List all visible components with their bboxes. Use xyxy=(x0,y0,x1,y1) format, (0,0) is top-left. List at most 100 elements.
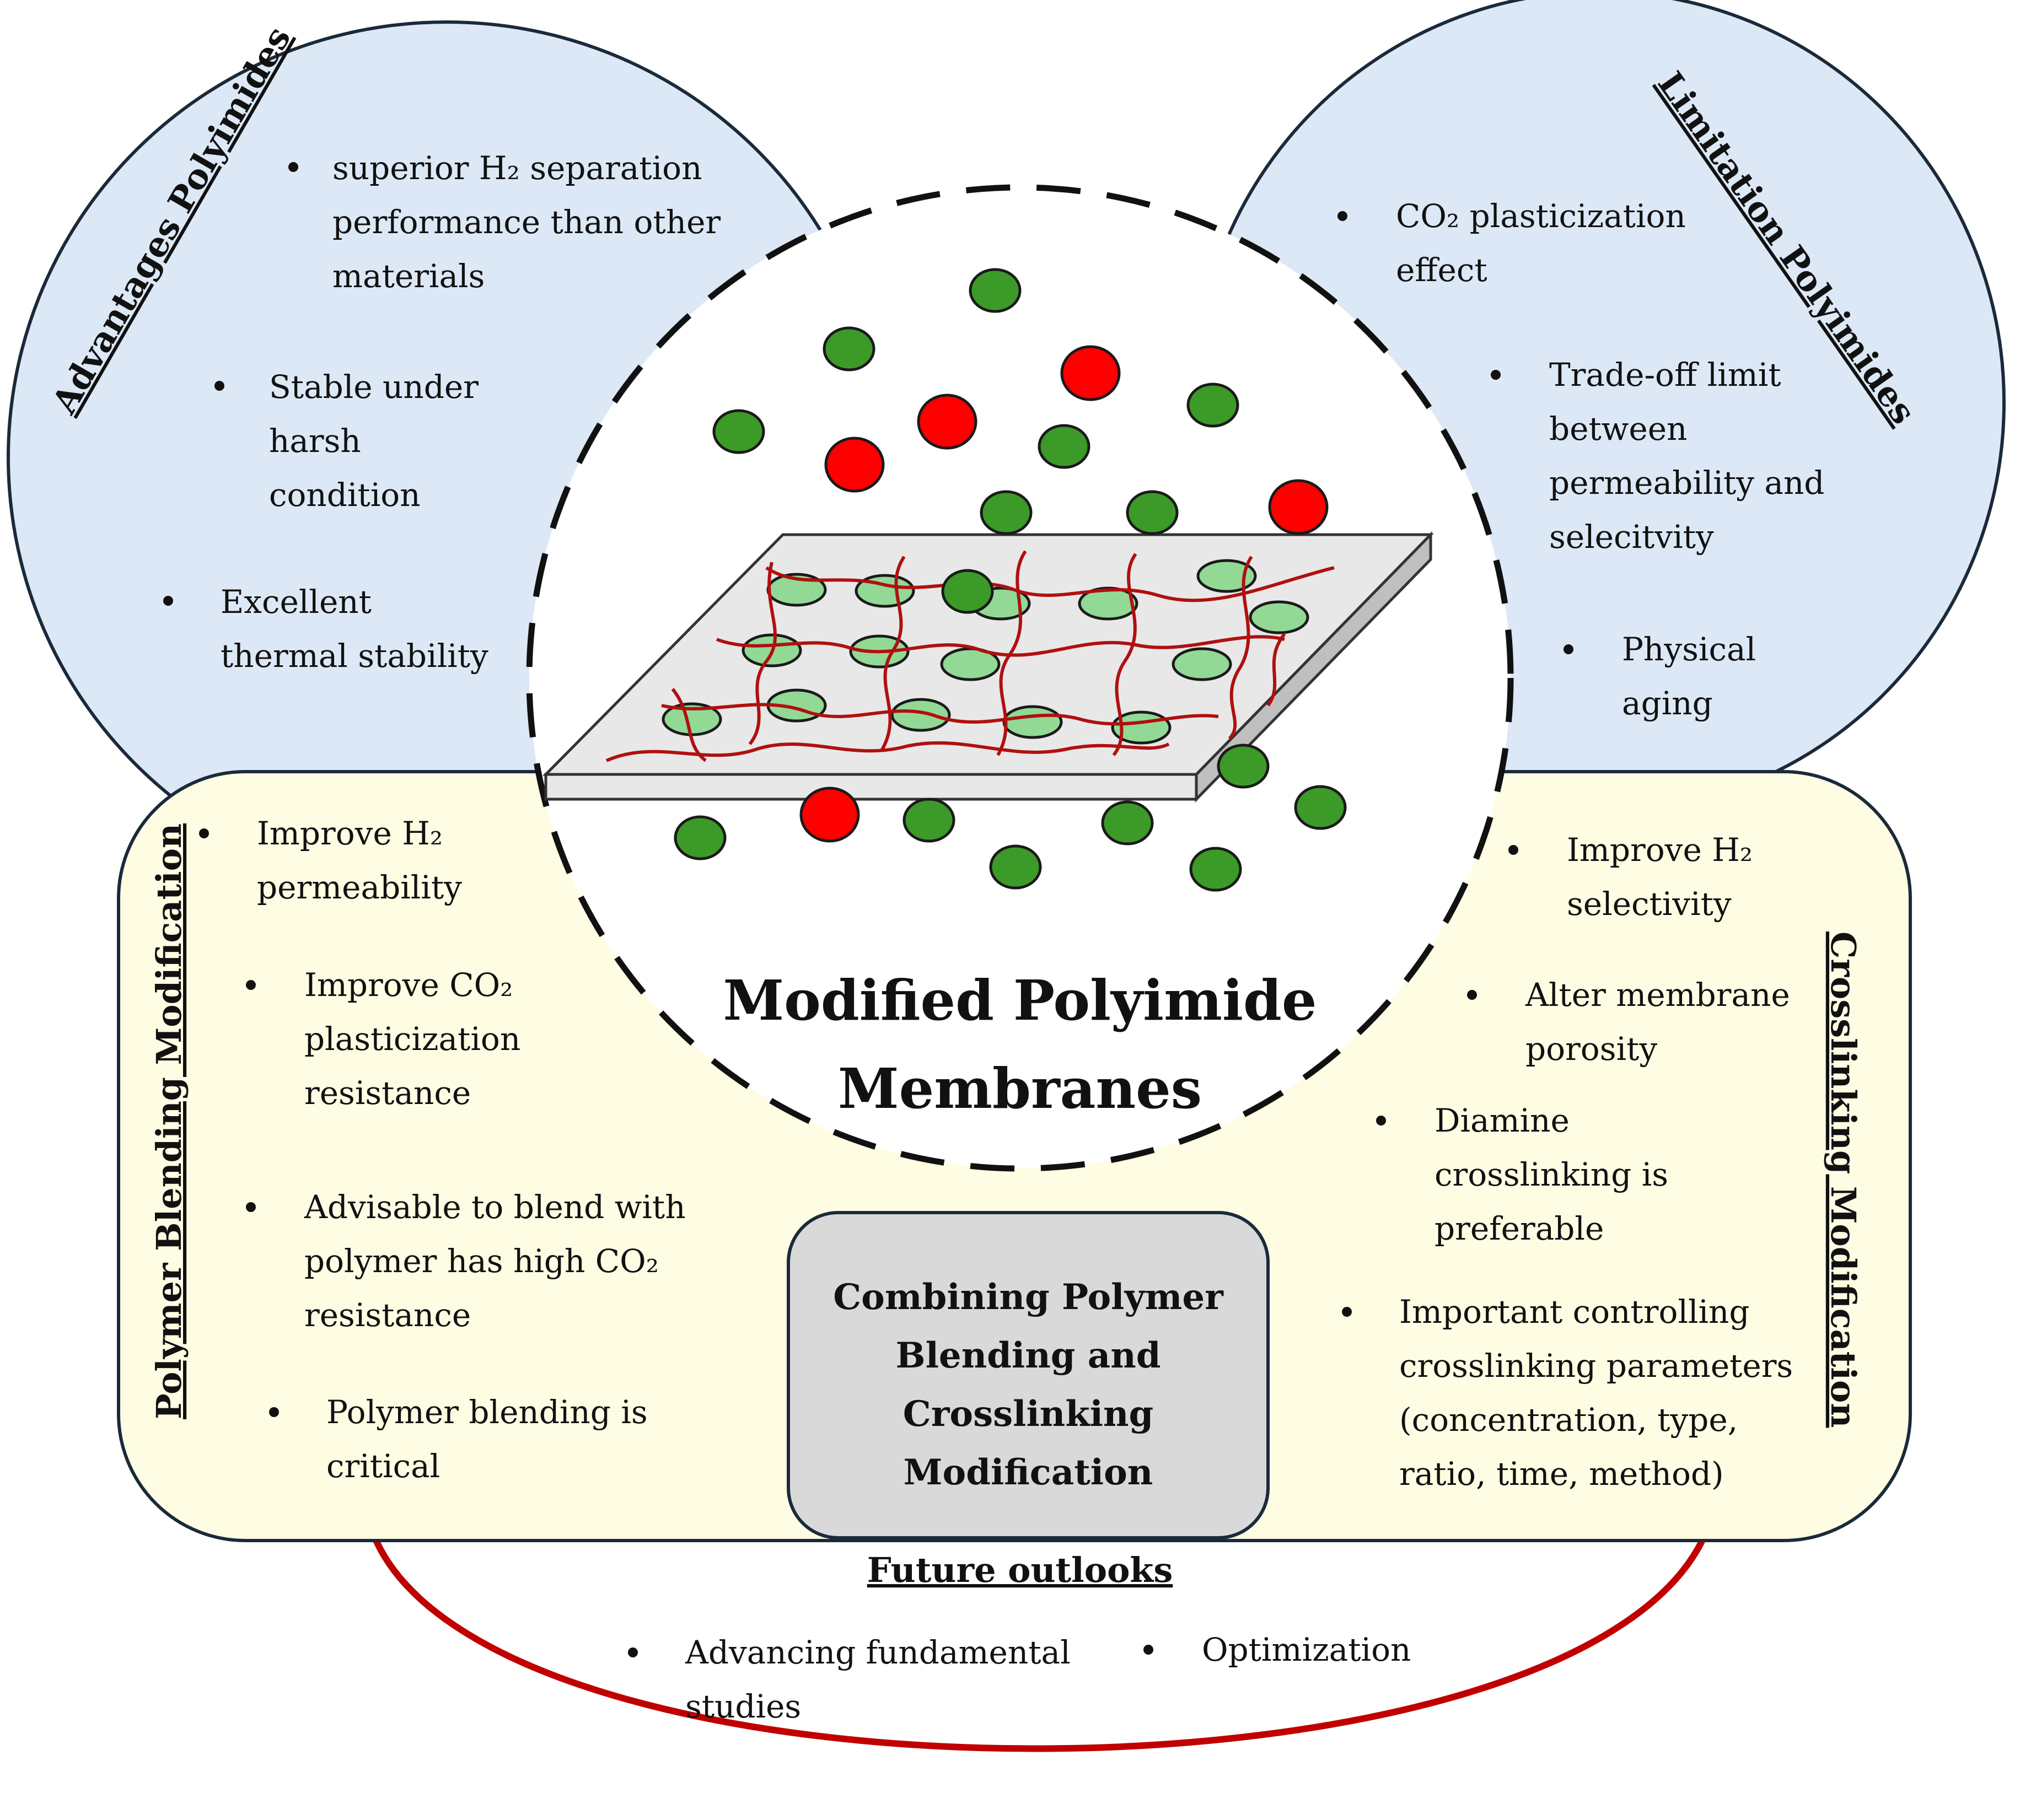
blending-item-1-line-1: Improve H₂ xyxy=(257,815,443,852)
combined-line-3: Crosslinking xyxy=(903,1393,1154,1435)
advantages-item-2-line-3: condition xyxy=(269,476,421,514)
advantages-item-2-line-1: Stable under xyxy=(269,368,479,406)
polymer-chain xyxy=(1266,633,1286,707)
blending-item-4-line-1: Polymer blending is xyxy=(326,1393,648,1431)
membrane-plate-front xyxy=(544,773,1198,801)
green-molecule xyxy=(902,798,955,843)
polymer-chain xyxy=(996,550,1027,756)
bullet xyxy=(246,980,256,990)
bullet xyxy=(1491,370,1501,380)
limitations-item-1-line-2: effect xyxy=(1396,251,1487,289)
crosslinking-item-3-line-3: preferable xyxy=(1435,1210,1604,1247)
polymer-chain xyxy=(605,741,1170,762)
bullet xyxy=(1508,845,1518,855)
green-molecule xyxy=(969,268,1022,313)
green-molecule xyxy=(674,815,727,860)
center-title-line-1: Modified Polyimide xyxy=(723,968,1317,1033)
polymer-chain xyxy=(671,688,707,762)
green-molecule xyxy=(980,490,1033,535)
center-title-line-2: Membranes xyxy=(838,1056,1202,1121)
limitations-item-3-line-2: aging xyxy=(1622,685,1713,722)
future-item-1-line-1: Advancing fundamental xyxy=(685,1634,1071,1671)
bullet xyxy=(246,1202,256,1212)
red-molecule xyxy=(824,437,885,493)
bullet xyxy=(199,828,209,838)
bullet xyxy=(1467,990,1477,1000)
bullet xyxy=(1342,1307,1352,1317)
green-molecule xyxy=(1294,785,1347,830)
limitations-item-2-line-2: between xyxy=(1549,410,1687,448)
future-item-1-line-2: studies xyxy=(685,1688,801,1725)
green-molecule xyxy=(823,326,875,371)
bullet xyxy=(214,381,224,391)
membrane-illustration xyxy=(542,268,1434,892)
membrane-plate-side xyxy=(1195,531,1432,803)
embedded-particle xyxy=(1172,647,1232,681)
limitations-item-1-line-1: CO₂ plasticization xyxy=(1396,197,1686,235)
bullet xyxy=(269,1407,279,1417)
red-molecule xyxy=(1268,479,1329,535)
limitations-item-3-line-1: Physical xyxy=(1622,631,1756,668)
advantages-list: superior H₂ separation performance than … xyxy=(163,149,721,675)
future-item-2-line-1: Optimization xyxy=(1202,1631,1411,1668)
future-list: Advancing fundamental studies Optimizati… xyxy=(628,1631,1411,1725)
polymer-chain xyxy=(748,562,777,745)
embedded-particle xyxy=(1249,600,1309,634)
combined-line-2: Blending and xyxy=(895,1335,1161,1376)
advantages-item-1-line-1: superior H₂ separation xyxy=(332,149,702,187)
green-molecule xyxy=(712,409,765,454)
blending-item-4-line-2: critical xyxy=(326,1447,440,1485)
crosslinking-item-3-line-2: crosslinking is xyxy=(1435,1156,1668,1193)
crosslinking-item-2-line-1: Alter membrane xyxy=(1525,976,1790,1014)
bullet xyxy=(1376,1116,1386,1126)
blending-list: Improve H₂ permeability Improve CO₂ plas… xyxy=(199,815,686,1485)
bullet xyxy=(1564,644,1573,654)
bullet xyxy=(288,162,298,172)
bullet xyxy=(1337,211,1347,221)
red-molecule xyxy=(799,787,860,843)
advantages-item-3-line-1: Excellent xyxy=(221,583,372,621)
crosslinking-item-4-line-1: Important controlling xyxy=(1399,1293,1750,1331)
advantages-item-1-line-2: performance than other xyxy=(332,203,721,241)
green-molecule xyxy=(1101,800,1154,846)
polymer-chain xyxy=(1228,556,1253,740)
green-molecule xyxy=(941,569,994,614)
green-molecule xyxy=(1217,744,1270,789)
advantages-item-1-line-3: materials xyxy=(332,257,485,295)
future-title: Future outlooks xyxy=(867,1550,1173,1590)
bullet xyxy=(1143,1645,1153,1655)
bullet xyxy=(163,596,173,606)
advantages-item-2-line-2: harsh xyxy=(269,422,361,460)
green-molecule xyxy=(1189,847,1242,892)
combined-modification-box xyxy=(787,1211,1270,1539)
embedded-particle xyxy=(1196,559,1257,593)
green-molecule xyxy=(989,844,1042,890)
limitations-item-2-line-4: selecitvity xyxy=(1549,518,1714,556)
crosslinking-item-3-line-1: Diamine xyxy=(1435,1102,1570,1139)
advantages-item-3-line-2: thermal stability xyxy=(221,637,488,675)
embedded-particle xyxy=(890,698,951,732)
green-molecule xyxy=(1038,424,1090,469)
polymer-chain xyxy=(716,635,1285,657)
crosslinking-item-4-line-3: (concentration, type, xyxy=(1399,1401,1738,1439)
polymer-chains xyxy=(605,550,1335,762)
limitations-list: CO₂ plasticization effect Trade-off limi… xyxy=(1337,197,1824,722)
embedded-particle xyxy=(1078,586,1138,621)
limitations-item-2-line-1: Trade-off limit xyxy=(1549,356,1781,394)
green-molecule xyxy=(1186,383,1239,428)
red-molecule xyxy=(1060,345,1121,401)
polymer-chain xyxy=(880,556,906,751)
blending-item-1-line-2: permeability xyxy=(257,869,462,906)
blending-item-2-line-2: plasticization xyxy=(304,1020,520,1058)
blending-item-2-line-1: Improve CO₂ xyxy=(304,966,513,1004)
combined-line-4: Modification xyxy=(904,1452,1153,1493)
crosslinking-item-1-line-1: Improve H₂ xyxy=(1567,831,1753,869)
blending-item-3-line-1: Advisable to blend with xyxy=(304,1188,686,1226)
crosslinking-item-4-line-4: ratio, time, method) xyxy=(1399,1455,1724,1493)
blending-item-2-line-3: resistance xyxy=(304,1074,471,1112)
blending-title: Polymer Blending Modification xyxy=(149,823,189,1419)
embedded-particle xyxy=(1002,705,1063,739)
combined-box-text: Combining Polymer Blending and Crosslink… xyxy=(833,1277,1224,1493)
limitations-item-2-line-3: permeability and xyxy=(1549,464,1824,502)
